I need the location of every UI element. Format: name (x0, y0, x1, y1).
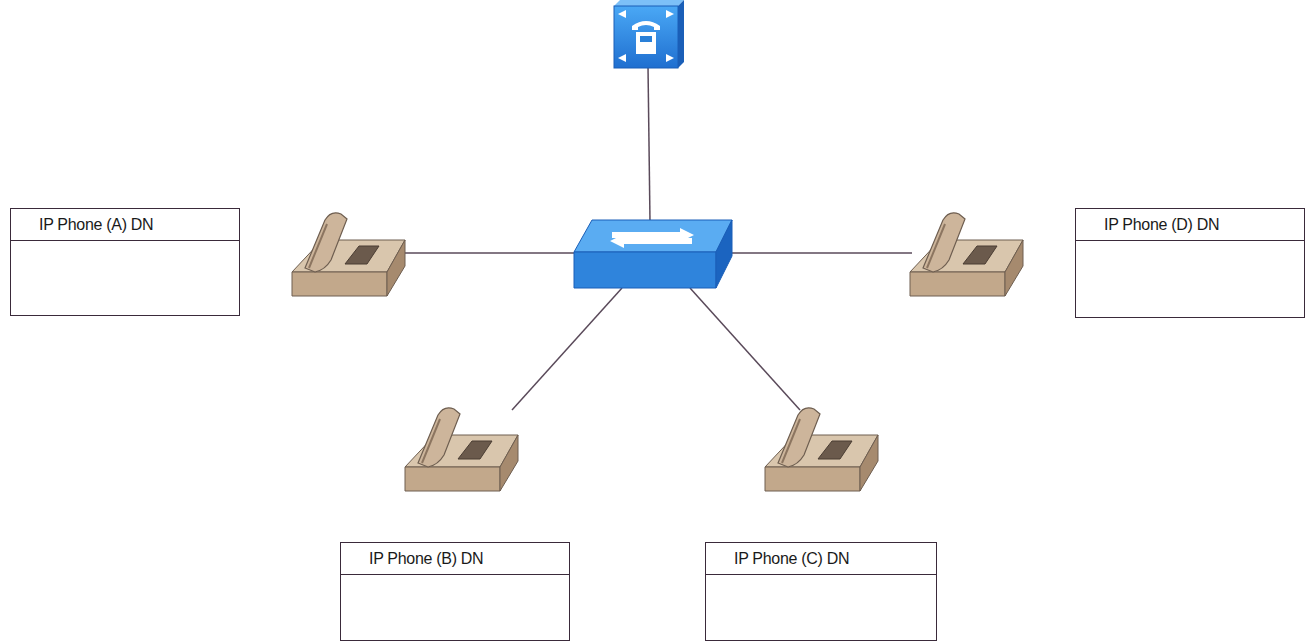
ip-phone (405, 408, 518, 491)
ip-phone (292, 213, 405, 296)
ip-phone (765, 408, 878, 491)
dn-heading: IP Phone (B) DN (341, 543, 569, 575)
ip-phone (910, 213, 1023, 296)
switch-icon (574, 220, 732, 288)
dn-label-box: IP Phone (B) DN (340, 542, 570, 641)
dn-label-box: IP Phone (C) DN (705, 542, 937, 641)
dn-heading: IP Phone (A) DN (11, 209, 239, 241)
dn-heading: IP Phone (D) DN (1076, 209, 1304, 241)
dn-label-box: IP Phone (D) DN (1075, 208, 1305, 318)
dn-heading: IP Phone (C) DN (706, 543, 936, 575)
call-manager-icon (614, 0, 684, 68)
dn-label-box: IP Phone (A) DN (10, 208, 240, 316)
wires (405, 66, 912, 410)
